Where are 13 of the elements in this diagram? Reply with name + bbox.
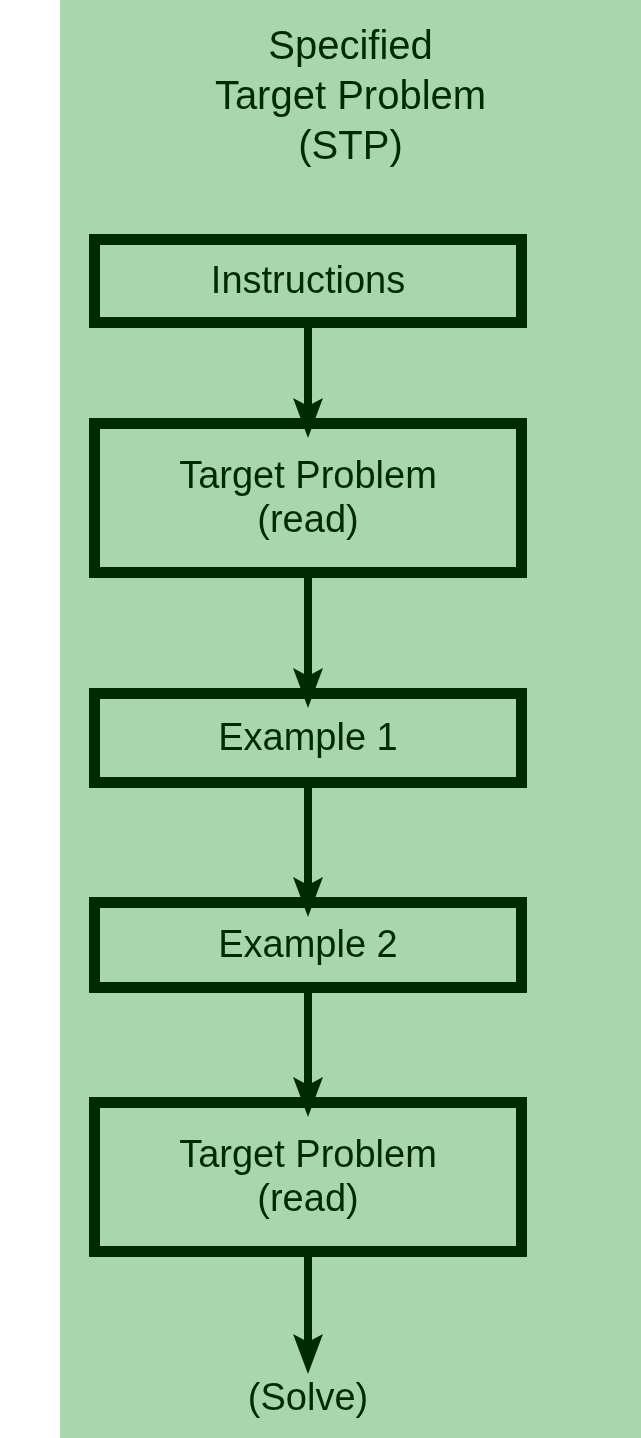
process-box [89,1097,527,1257]
box-label: Example 2 [218,923,398,967]
group-panel [60,0,641,1438]
process-box [89,688,527,788]
box-label: Target Problem (read) [178,1133,438,1221]
box-label: Instructions [210,259,406,303]
step-text: (Solve) [247,1376,369,1420]
box-label: Target Problem (read) [178,454,438,542]
process-box [89,418,527,578]
process-box [89,897,527,993]
box-label: Example 1 [218,716,398,760]
panel-heading: Specified Target Problem (STP) [213,22,488,169]
process-box [89,234,527,328]
